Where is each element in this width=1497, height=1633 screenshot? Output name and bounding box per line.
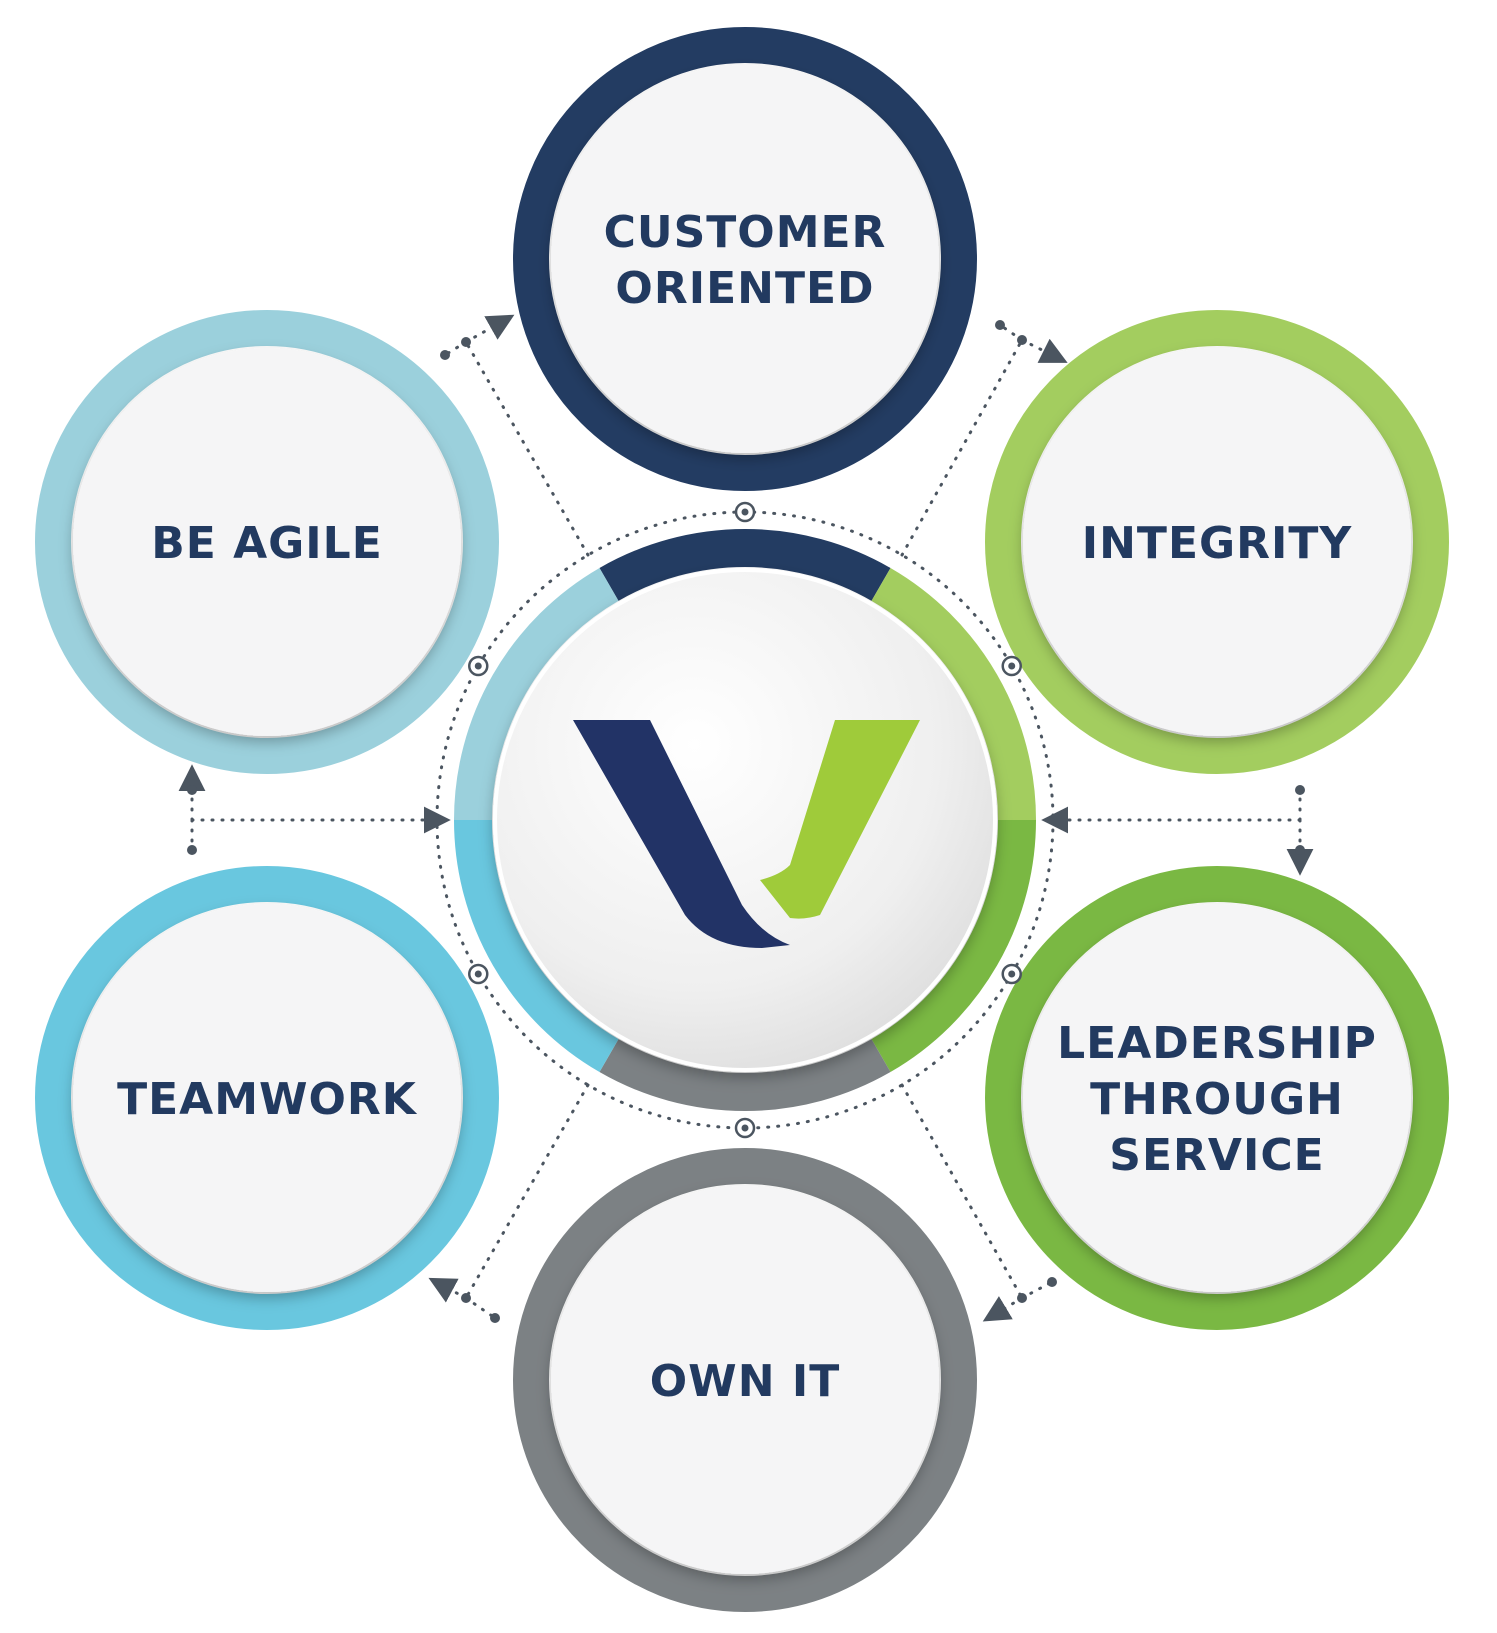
logo-green-stroke xyxy=(760,720,920,919)
connector-lower-right-arrow xyxy=(982,1296,1024,1322)
value-label-leadership-through-service: THROUGH xyxy=(1090,1074,1344,1125)
orbit-marker xyxy=(468,655,489,677)
value-ring-leadership-through-service xyxy=(985,866,1449,1330)
connector-dot xyxy=(1017,335,1027,345)
value-circle-be-agile: BE AGILE xyxy=(35,310,499,774)
connector-lines xyxy=(178,314,1314,1323)
orbit-marker xyxy=(468,963,489,985)
value-circle-own-it: OWN IT xyxy=(513,1148,977,1612)
value-disc-own-it xyxy=(551,1186,939,1574)
hub-segment-leadership-through-service xyxy=(871,819,1036,1073)
connector-dot xyxy=(187,845,197,855)
center-hub xyxy=(435,501,1055,1139)
value-label-leadership-through-service: SERVICE xyxy=(1109,1130,1324,1181)
connector-dot xyxy=(461,1293,471,1303)
value-label-leadership-through-service: LEADERSHIP xyxy=(1057,1018,1377,1069)
connector-lower-left-diagonal xyxy=(464,1083,590,1300)
v-checkmark-logo xyxy=(573,720,920,948)
value-label-integrity: INTEGRITY xyxy=(1082,518,1353,569)
connector-upper-right-diagonal xyxy=(900,338,1024,557)
connector-dot xyxy=(187,785,197,795)
hub-segment-own-it xyxy=(599,1039,891,1111)
orbit-marker xyxy=(734,1117,756,1139)
hub-color-ring xyxy=(454,529,1036,1111)
value-circle-integrity: INTEGRITY xyxy=(985,310,1449,774)
value-label-be-agile: BE AGILE xyxy=(151,518,383,569)
connector-dot xyxy=(1295,845,1305,855)
value-label-teamwork: TEAMWORK xyxy=(117,1074,418,1125)
connector-upper-left-arrow xyxy=(464,314,515,344)
hub-segment-be-agile xyxy=(454,567,619,821)
connector-upper-right-arrow xyxy=(1020,338,1068,363)
value-disc-teamwork xyxy=(73,904,461,1292)
connector-dot xyxy=(1017,1293,1027,1303)
orbit-marker xyxy=(734,501,756,523)
connector-dot xyxy=(461,337,471,347)
value-ring-teamwork xyxy=(35,866,499,1330)
value-label-customer-oriented: ORIENTED xyxy=(615,263,874,314)
connector-upper-left-diagonal xyxy=(464,340,590,557)
connector-lower-left-stub xyxy=(464,1296,497,1320)
value-disc-leadership-through-service xyxy=(1023,904,1411,1292)
value-ring-be-agile xyxy=(35,310,499,774)
value-disc-customer-oriented xyxy=(551,65,939,453)
hub-inner-disc xyxy=(493,568,997,1072)
logo-navy-stroke xyxy=(573,720,790,948)
value-ring-customer-oriented xyxy=(513,27,977,491)
orbit-marker xyxy=(1001,963,1022,985)
value-label-own-it: OWN IT xyxy=(650,1356,840,1407)
hub-segment-teamwork xyxy=(454,819,619,1073)
hub-orbit-markers xyxy=(468,501,1022,1139)
value-ring-own-it xyxy=(513,1148,977,1612)
connector-dot xyxy=(1047,1277,1057,1287)
connector-dot xyxy=(995,320,1005,330)
value-disc-integrity xyxy=(1023,348,1411,736)
value-disc-be-agile xyxy=(73,348,461,736)
orbit-marker xyxy=(1001,655,1022,677)
connector-dot xyxy=(440,350,450,360)
connector-dot xyxy=(490,1313,500,1323)
hub-segment-integrity xyxy=(871,567,1036,821)
connector-dot xyxy=(1295,785,1305,795)
connector-lower-right-stub xyxy=(1020,1280,1054,1300)
connector-lower-right-diagonal xyxy=(900,1083,1024,1300)
value-ring-integrity xyxy=(985,310,1449,774)
value-circle-teamwork: TEAMWORK xyxy=(35,866,499,1330)
hub-segment-customer-oriented xyxy=(599,529,891,601)
value-label-customer-oriented: CUSTOMER xyxy=(604,207,887,258)
